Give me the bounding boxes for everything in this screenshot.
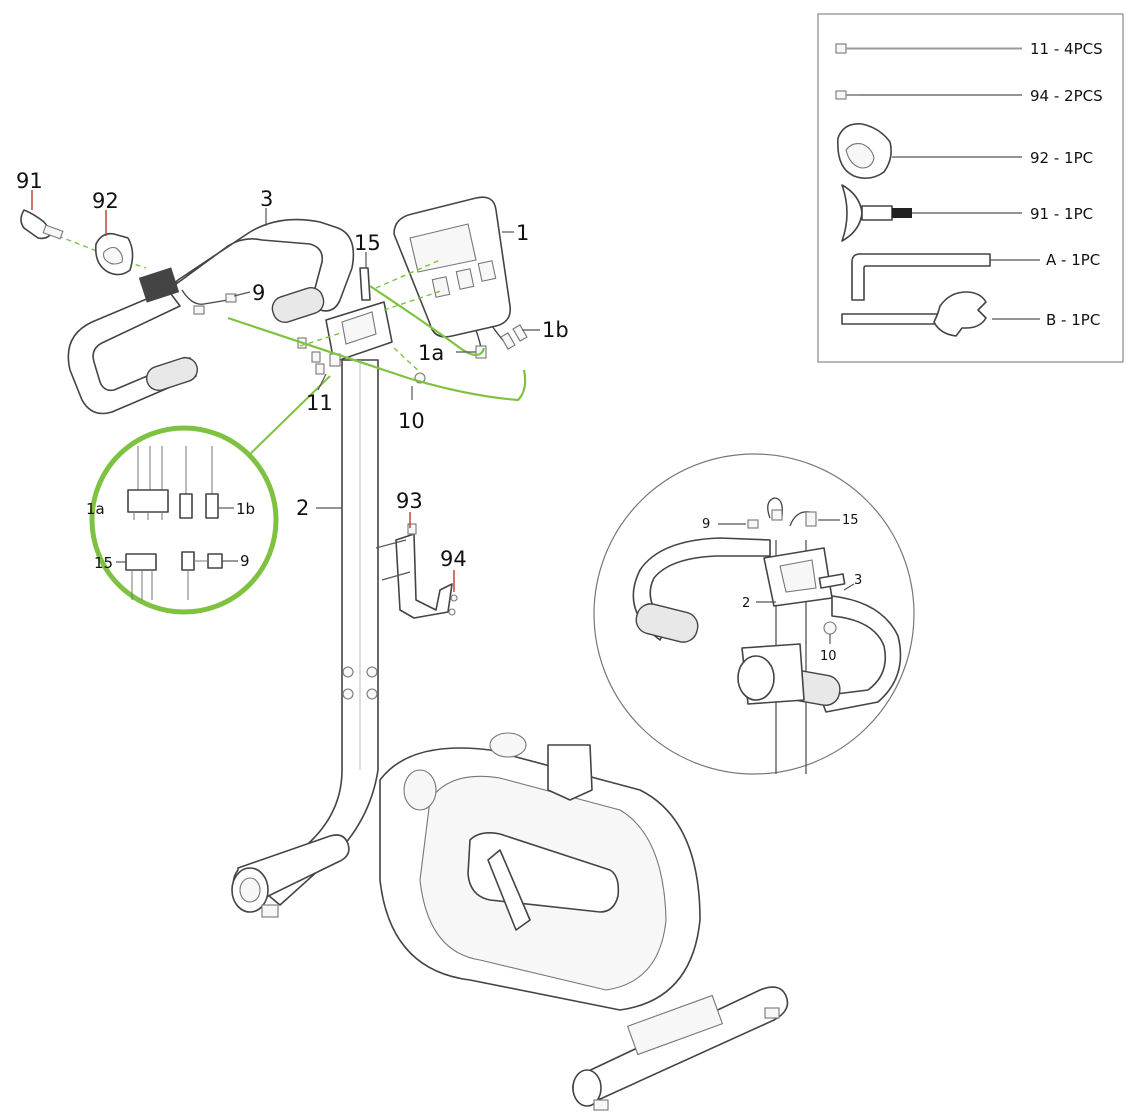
callout-93: 93: [396, 489, 423, 513]
console-cables: [475, 324, 528, 359]
detail-label-9: 9: [240, 552, 250, 570]
callout-11: 11: [306, 391, 333, 415]
flywheel-cover: [379, 732, 701, 1011]
callout-94: 94: [440, 547, 467, 571]
parts-row-bolt-short: 94 - 2PCS: [835, 87, 1103, 105]
wrench-icon: [841, 291, 987, 337]
detail-label-1b: 1b: [236, 500, 255, 518]
assembled-label-10: 10: [820, 649, 837, 664]
callout-2: 2: [296, 496, 309, 520]
rear-stabilizer: [572, 986, 789, 1111]
bottle-bracket-part-93: [375, 523, 458, 619]
bolt-long-icon: [835, 43, 1022, 54]
mounting-plate: [297, 267, 426, 384]
connector-9: [181, 551, 238, 600]
assembled-label-3: 3: [854, 573, 862, 588]
callout-1b: 1b: [542, 318, 569, 342]
knob-icon: [841, 184, 912, 242]
knob-part-91: [20, 209, 64, 240]
assembled-label-15: 15: [842, 513, 859, 528]
parts-list-panel: 11 - 4PCS 94 - 2PCS 92 - 1PC: [817, 13, 1124, 363]
parts-row-allen-key: A - 1PC: [851, 251, 1100, 301]
parts-row-bottle-holder: 92 - 1PC: [837, 122, 1093, 180]
bottle-holder-part-92: [94, 232, 134, 276]
connector-15: [116, 553, 157, 600]
parts-row-bolt-long: 11 - 4PCS: [835, 40, 1103, 58]
front-stabilizer: [231, 834, 350, 918]
callout-15: 15: [354, 231, 381, 255]
callout-10: 10: [398, 409, 425, 433]
callout-92: 92: [92, 189, 119, 213]
green-assembly-guides: [57, 235, 527, 459]
parts-label: 91 - 1PC: [1030, 205, 1093, 223]
callout-1: 1: [516, 221, 529, 245]
parts-row-knob: 91 - 1PC: [841, 184, 1093, 242]
seat-tube: [261, 359, 379, 906]
pulse-sensor-wire: [181, 289, 237, 315]
callout-91: 91: [16, 169, 43, 193]
callout-3: 3: [260, 187, 273, 211]
callout-1a: 1a: [418, 341, 444, 365]
connector-detail-circle: 1a 1b 15 9: [86, 425, 279, 615]
leader-lines: [31, 190, 540, 592]
parts-label: 94 - 2PCS: [1030, 87, 1103, 105]
callout-9: 9: [252, 281, 265, 305]
connector-1a: [127, 446, 169, 520]
parts-label: 11 - 4PCS: [1030, 40, 1103, 58]
assembled-label-9: 9: [702, 517, 710, 532]
parts-label: 92 - 1PC: [1030, 149, 1093, 167]
parts-row-wrench: B - 1PC: [841, 291, 1100, 337]
parts-label: B - 1PC: [1046, 311, 1100, 329]
bottle-holder-icon: [837, 122, 892, 180]
assembled-detail-circle: 9 15 2 3 10: [593, 453, 915, 775]
handlebar: [67, 218, 355, 415]
connector-1b: [179, 446, 234, 519]
assembled-label-2: 2: [742, 596, 750, 611]
callout-labels: 91 92 3 15 1 9 1a 1b 11 10 2 93 94: [16, 169, 569, 571]
detail-label-1a: 1a: [86, 500, 105, 518]
detail-label-15: 15: [94, 554, 113, 572]
main-assembly: 91 92 3 15 1 9 1a 1b 11 10 2 93 94: [16, 169, 789, 1111]
console-monitor: [393, 196, 512, 338]
allen-key-icon: [851, 253, 991, 301]
bolt-short-icon: [835, 90, 1022, 100]
parts-label: A - 1PC: [1046, 251, 1100, 269]
